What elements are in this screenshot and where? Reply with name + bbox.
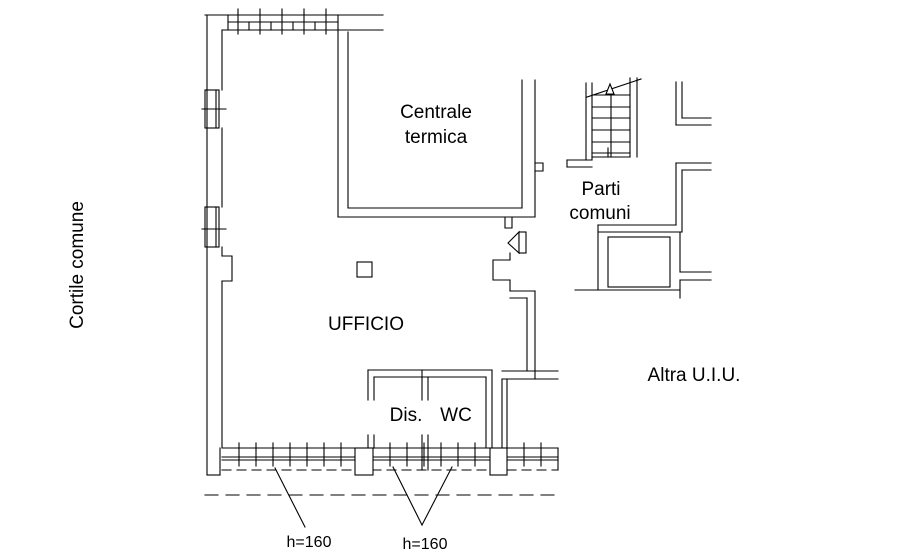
label-centrale-line2: termica xyxy=(405,127,468,148)
left-wall-windows xyxy=(201,89,227,248)
elevator-shaft xyxy=(607,236,671,288)
common-parts-walls xyxy=(675,81,712,233)
label-ufficio: UFFICIO xyxy=(328,314,404,335)
office-pillar xyxy=(356,261,373,278)
pillar-left xyxy=(354,447,374,476)
stair-direction-arrow-icon xyxy=(605,82,615,95)
label-centrale-line1: Centrale xyxy=(400,102,472,123)
pillar-right xyxy=(489,447,508,476)
staircase xyxy=(566,77,642,168)
label-altra-uiu: Altra U.I.U. xyxy=(648,365,741,386)
label-cortile-comune: Cortile comune xyxy=(67,201,88,329)
label-h160-left: h=160 xyxy=(287,534,332,550)
bottom-window-band xyxy=(221,442,559,476)
dis-wc-walls xyxy=(367,369,493,471)
height-annotation-leaders xyxy=(274,466,453,528)
right-boundary-walls xyxy=(492,252,559,449)
label-h160-right: h=160 xyxy=(403,536,448,550)
label-parti-line2: comuni xyxy=(569,203,630,224)
top-window-band xyxy=(227,8,339,35)
elevator-block xyxy=(574,224,712,299)
label-dis: Dis. xyxy=(390,405,423,426)
label-parti-line1: Parti xyxy=(581,179,620,200)
room-centrale-termica-walls xyxy=(337,29,544,229)
entrance-door xyxy=(507,230,527,255)
label-wc: WC xyxy=(440,405,472,426)
